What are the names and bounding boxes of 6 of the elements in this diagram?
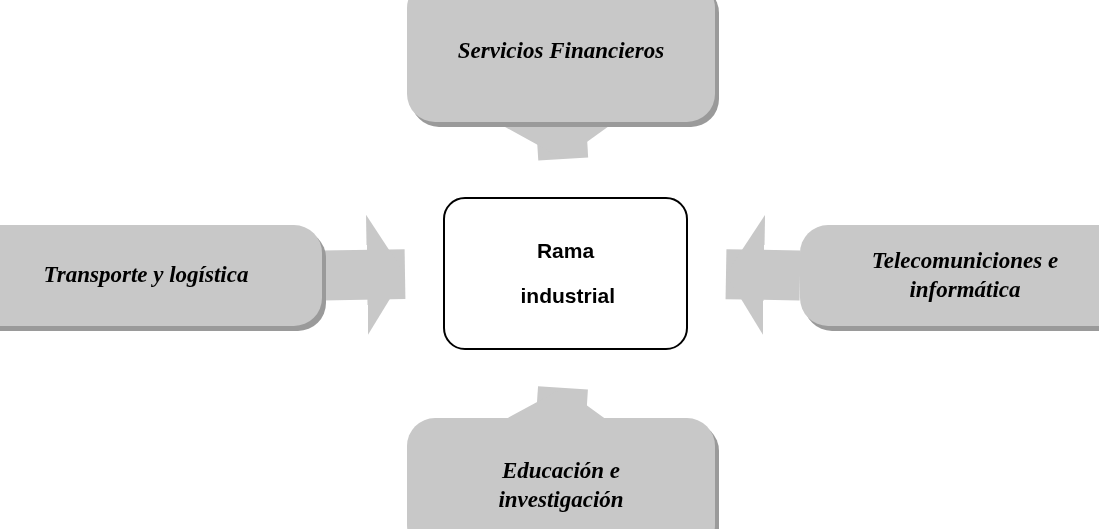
block-arrow	[725, 214, 801, 335]
box-label: Educación e investigación	[497, 456, 625, 514]
box-label: Telecomuniciones e informática	[870, 246, 1060, 304]
central-box	[443, 197, 688, 350]
box-label: Transporte y logística	[42, 261, 250, 290]
box-label: Servicios Financieros	[456, 36, 666, 65]
